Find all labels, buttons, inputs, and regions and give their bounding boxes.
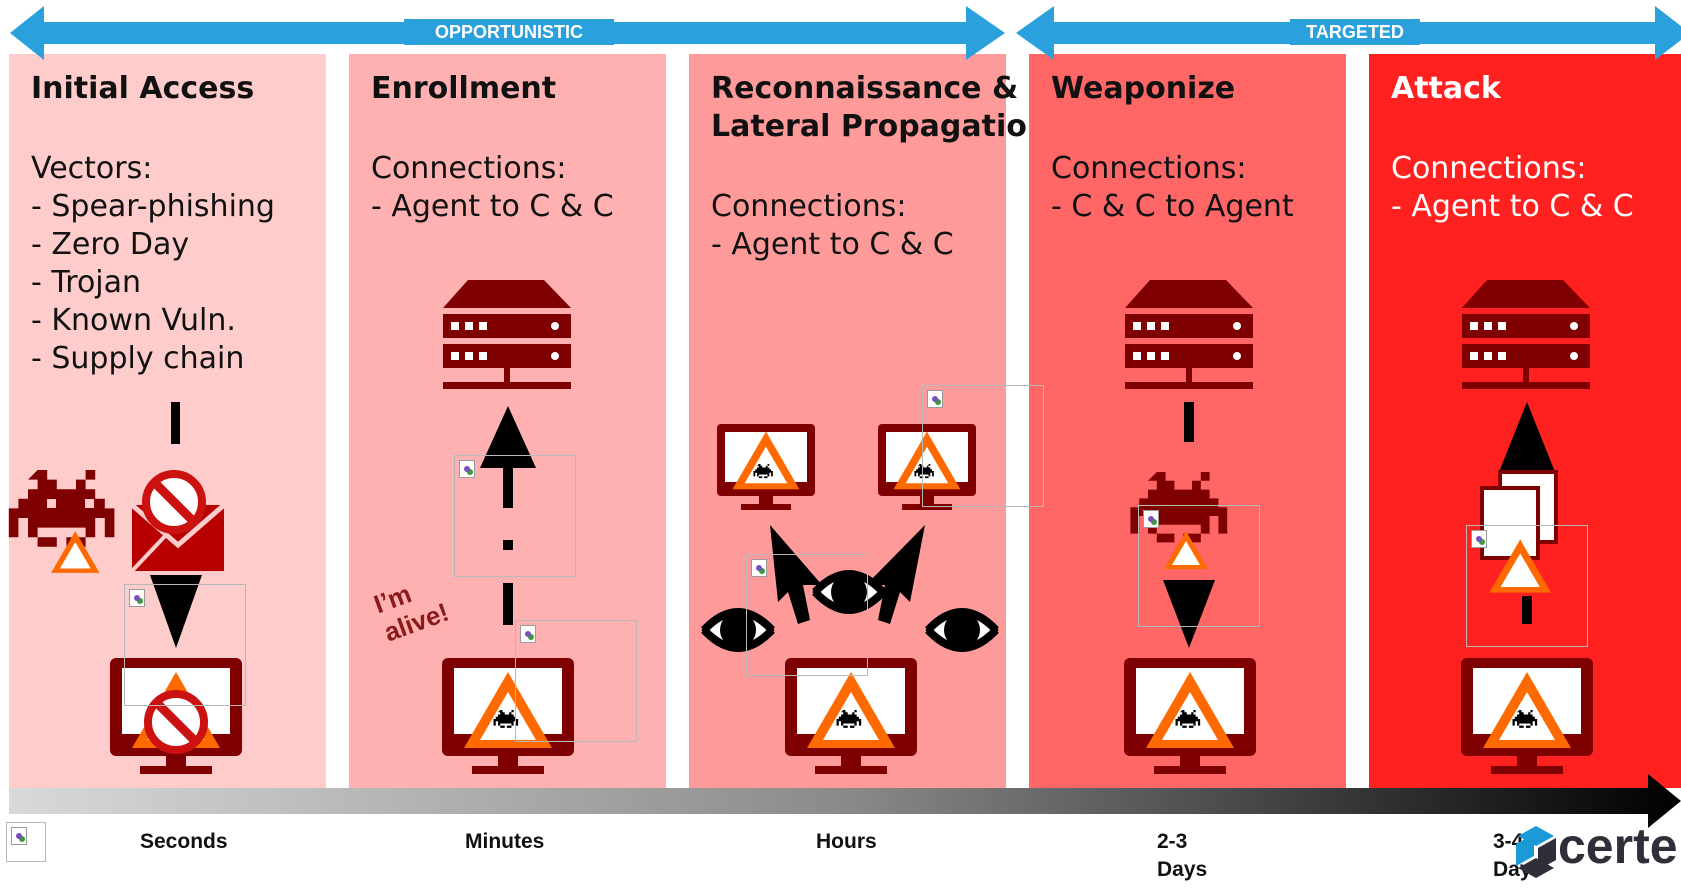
broken-image-icon (11, 827, 27, 845)
server-icon (1125, 280, 1253, 389)
no-entry-icon (146, 474, 202, 530)
invader-icon (8, 470, 115, 547)
logo-text: certe (1558, 818, 1678, 874)
broken-image-icon (1471, 530, 1487, 548)
opportunistic-label: OPPORTUNISTIC (404, 19, 614, 45)
monitor-icon (1124, 658, 1256, 774)
eye-icon (928, 611, 996, 649)
panel-body: Connections: - Agent to C & C (711, 189, 954, 262)
image-placeholder (6, 822, 46, 862)
broken-image-icon (520, 625, 536, 643)
panel-title: Enrollment (371, 71, 557, 106)
timeline-hours: Hours (816, 830, 877, 853)
timeline-arrow (9, 774, 1681, 828)
server-icon (443, 280, 571, 389)
document-icon (1480, 470, 1558, 560)
logo-mark (1516, 826, 1556, 878)
targeted-label: TARGETED (1290, 19, 1420, 45)
warning-icon (51, 531, 100, 573)
timeline-seconds: Seconds (140, 830, 228, 853)
image-placeholder (1138, 505, 1260, 627)
image-placeholder (454, 455, 576, 577)
monitor-icon (1461, 658, 1593, 774)
timeline-minutes: Minutes (465, 830, 545, 853)
panel-body: Connections: - Agent to C & C (371, 151, 614, 224)
panel-body: Vectors: - Spear-phishing - Zero Day - T… (31, 151, 275, 376)
image-placeholder (515, 620, 637, 742)
broken-image-icon (459, 460, 475, 478)
panel-body: Connections: - C & C to Agent (1051, 151, 1294, 224)
server-icon (1462, 280, 1590, 389)
panel-title: Attack (1391, 71, 1501, 106)
down-arrow (1163, 580, 1215, 648)
broken-image-icon (751, 559, 767, 577)
image-placeholder (922, 385, 1044, 507)
image-placeholder (124, 584, 246, 706)
up-arrow (480, 406, 536, 468)
broken-image-icon (129, 589, 145, 607)
timeline-2-3-days: 2-3 Days (1157, 830, 1208, 881)
panel-body: Connections: - Agent to C & C (1391, 151, 1634, 224)
monitor-icon (717, 424, 815, 510)
broken-image-icon (927, 390, 943, 408)
panel-title: Weaponize (1051, 71, 1236, 106)
image-placeholder (1466, 525, 1588, 647)
down-arrow (150, 575, 202, 648)
image-placeholder (746, 554, 868, 676)
cursor-arrow-icon (770, 525, 925, 624)
up-arrow (1499, 402, 1555, 472)
panel-title: Initial Access (31, 71, 255, 106)
broken-image-icon (1143, 510, 1159, 528)
panel-title: Reconnaissance & Lateral Propagation (711, 71, 1049, 144)
vertical-line (171, 402, 180, 444)
